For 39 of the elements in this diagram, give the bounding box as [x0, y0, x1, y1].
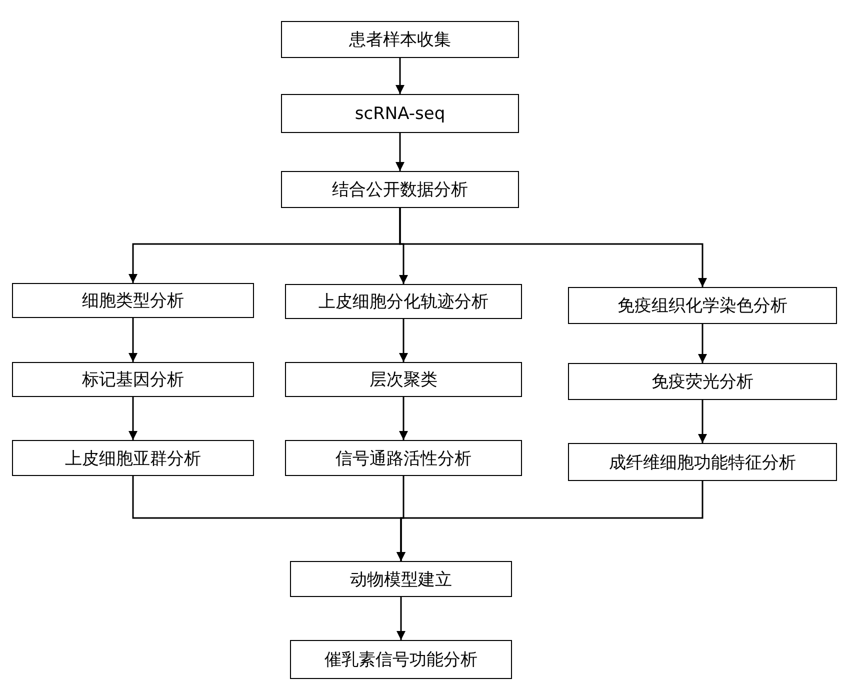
- box-label: 上皮细胞亚群分析: [65, 448, 201, 470]
- process-box: [568, 287, 837, 324]
- process-box: [281, 21, 519, 58]
- arrow: [698, 324, 707, 363]
- arrow: [396, 58, 404, 94]
- box-label: 信号通路活性分析: [336, 448, 472, 470]
- process-box: [285, 284, 522, 319]
- box-label: 免疫组织化学染色分析: [618, 295, 788, 317]
- box-label: 患者样本收集: [349, 29, 451, 51]
- arrow: [399, 319, 408, 362]
- arrow: [128, 397, 138, 440]
- box-label: 催乳素信号功能分析: [324, 649, 478, 671]
- arrow: [399, 208, 707, 287]
- box-label: 标记基因分析: [82, 369, 184, 391]
- process-box: [568, 443, 837, 481]
- process-box: [12, 362, 254, 397]
- process-box: [281, 171, 519, 208]
- process-box: [285, 440, 522, 476]
- process-box: [290, 561, 512, 597]
- arrow: [396, 481, 704, 561]
- box-label: 层次聚类: [370, 369, 438, 391]
- arrow: [396, 597, 406, 640]
- box-label: 成纤维细胞功能特征分析: [609, 452, 796, 474]
- process-box: [281, 94, 519, 133]
- box-label: 动物模型建立: [350, 568, 452, 590]
- process-box: [290, 640, 512, 679]
- process-box: [12, 283, 254, 318]
- arrow: [698, 400, 707, 443]
- box-label: 结合公开数据分析: [332, 179, 468, 201]
- box-label: 细胞类型分析: [82, 290, 184, 312]
- box-label: 上皮细胞分化轨迹分析: [318, 291, 488, 313]
- box-label: scRNA-seq: [354, 104, 446, 124]
- arrow: [399, 397, 408, 440]
- arrow: [396, 133, 404, 171]
- process-box: [12, 440, 254, 476]
- box-label: 免疫荧光分析: [652, 371, 754, 393]
- process-box: [568, 363, 837, 400]
- arrow: [128, 318, 138, 362]
- process-box: [285, 362, 522, 397]
